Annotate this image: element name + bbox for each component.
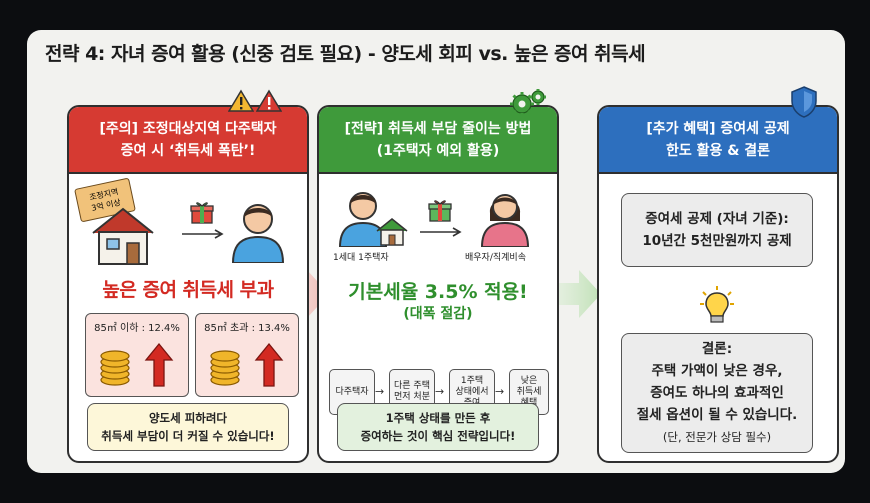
arrow-right-icon	[543, 270, 601, 318]
lightbulb-icon	[700, 286, 734, 323]
up-arrow-icon	[254, 342, 284, 387]
person-icon	[338, 192, 388, 247]
panel-header-line: (1주택자 예외 활용)	[376, 142, 500, 159]
receiver-label: 배우자/직계비속	[465, 253, 526, 263]
flow-step-text: 다른 주택	[394, 381, 430, 391]
note-text: 증여하는 것이 핵심 전략입니다!	[360, 429, 516, 443]
warning-note: 양도세 피하려다 취득세 부담이 더 커질 수 있습니다!	[87, 403, 289, 451]
up-arrow-icon	[144, 342, 174, 387]
benefit-panel: [추가 혜택] 증여세 공제 한도 활용 & 결론 증여세 공제 (자녀 기준)…	[597, 105, 839, 463]
arrow-right-icon: →	[375, 385, 385, 398]
panel-header-line: 증여 시 ‘취득세 폭탄’!	[120, 142, 256, 159]
deduction-info-box: 증여세 공제 (자녀 기준): 10년간 5천만원까지 공제	[621, 193, 813, 267]
panel-header: [전략] 취득세 부담 줄이는 방법 (1주택자 예외 활용)	[319, 107, 557, 174]
flow-step-text: 혜택	[510, 398, 548, 409]
flow-step-text: 다주택자	[335, 386, 369, 397]
infographic-card: 전략 4: 자녀 증여 활용 (신중 검토 필요) - 양도세 회피 vs. 높…	[27, 30, 845, 473]
panel-header: [주의] 조정대상지역 다주택자 증여 시 ‘취득세 폭탄’!	[69, 107, 307, 174]
panel-header: [추가 혜택] 증여세 공제 한도 활용 & 결론	[599, 107, 837, 174]
panel-header-line: [전략] 취득세 부담 줄이는 방법	[344, 120, 532, 137]
shield-icon	[791, 86, 817, 118]
coin-stack-icon	[100, 350, 130, 386]
arrow-right-icon: →	[495, 385, 505, 398]
person-icon	[480, 194, 530, 247]
gift-icon	[190, 202, 214, 224]
flow-step-text: 낮은	[520, 375, 538, 386]
conclusion-text: 절세 옵션이 될 수 있습니다.	[636, 407, 798, 423]
note-text: 취득세 부담이 더 커질 수 있습니다!	[101, 429, 275, 443]
conclusion-title: 결론:	[701, 341, 733, 357]
conclusion-note: (단, 전문가 상담 필수)	[662, 430, 772, 444]
flow-step-text: 1주택	[460, 375, 484, 386]
arrow-icon	[182, 229, 224, 239]
note-text: 1주택 상태를 만든 후	[385, 411, 491, 425]
conclusion-box: 결론: 주택 가액이 낮은 경우, 증여도 하나의 효과적인 절세 옵션이 될 …	[621, 333, 813, 453]
panel-header-line: [주의] 조정대상지역 다주택자	[99, 120, 277, 137]
warning-panel: [주의] 조정대상지역 다주택자 증여 시 ‘취득세 폭탄’! 조정지역 3억 …	[67, 105, 309, 463]
panel-header-line: 한도 활용 & 결론	[665, 142, 771, 159]
tax-rate-label: 85㎡ 초과 : 13.4%	[204, 323, 290, 334]
flow-step-text: 먼저 처분	[394, 392, 430, 402]
arrow-right-icon: →	[435, 385, 445, 398]
warning-icon	[256, 89, 282, 112]
giver-label: 1세대 1주택자	[333, 253, 389, 263]
house-icon	[376, 218, 408, 246]
conclusion-text: 증여도 하나의 효과적인	[650, 385, 784, 401]
flow-step-text: 취득세	[516, 386, 542, 397]
conclusion-text: 주택 가액이 낮은 경우,	[651, 363, 783, 379]
note-text: 양도세 피하려다	[148, 411, 228, 425]
subheadline: (대폭 절감)	[403, 306, 473, 322]
arrow-icon	[420, 227, 462, 237]
house-icon	[92, 207, 154, 265]
warning-icon	[228, 89, 254, 112]
coin-stack-icon	[210, 350, 240, 386]
person-icon	[231, 204, 285, 263]
panel-header-line: [추가 혜택] 증여세 공제	[646, 120, 790, 137]
page-title: 전략 4: 자녀 증여 활용 (신중 검토 필요) - 양도세 회피 vs. 높…	[45, 43, 646, 65]
info-text: 증여세 공제 (자녀 기준):	[645, 211, 789, 227]
tax-rate-box: 85㎡ 이하 : 12.4%	[85, 313, 189, 397]
strategy-panel: [전략] 취득세 부담 줄이는 방법 (1주택자 예외 활용) 1세대 1주택자	[317, 105, 559, 463]
headline: 기본세율 3.5% 적용!	[348, 281, 528, 303]
headline: 높은 증여 취득세 부과	[102, 279, 274, 301]
flow-step-text: 상태에서	[455, 386, 489, 397]
gift-icon	[428, 200, 452, 222]
flow-step-text: 증여	[450, 398, 494, 409]
tax-rate-box: 85㎡ 초과 : 13.4%	[195, 313, 299, 397]
strategy-note: 1주택 상태를 만든 후 증여하는 것이 핵심 전략입니다!	[337, 403, 539, 451]
info-text: 10년간 5천만원까지 공제	[642, 233, 792, 249]
gear-icon	[510, 89, 546, 116]
tax-rate-label: 85㎡ 이하 : 12.4%	[94, 323, 180, 334]
